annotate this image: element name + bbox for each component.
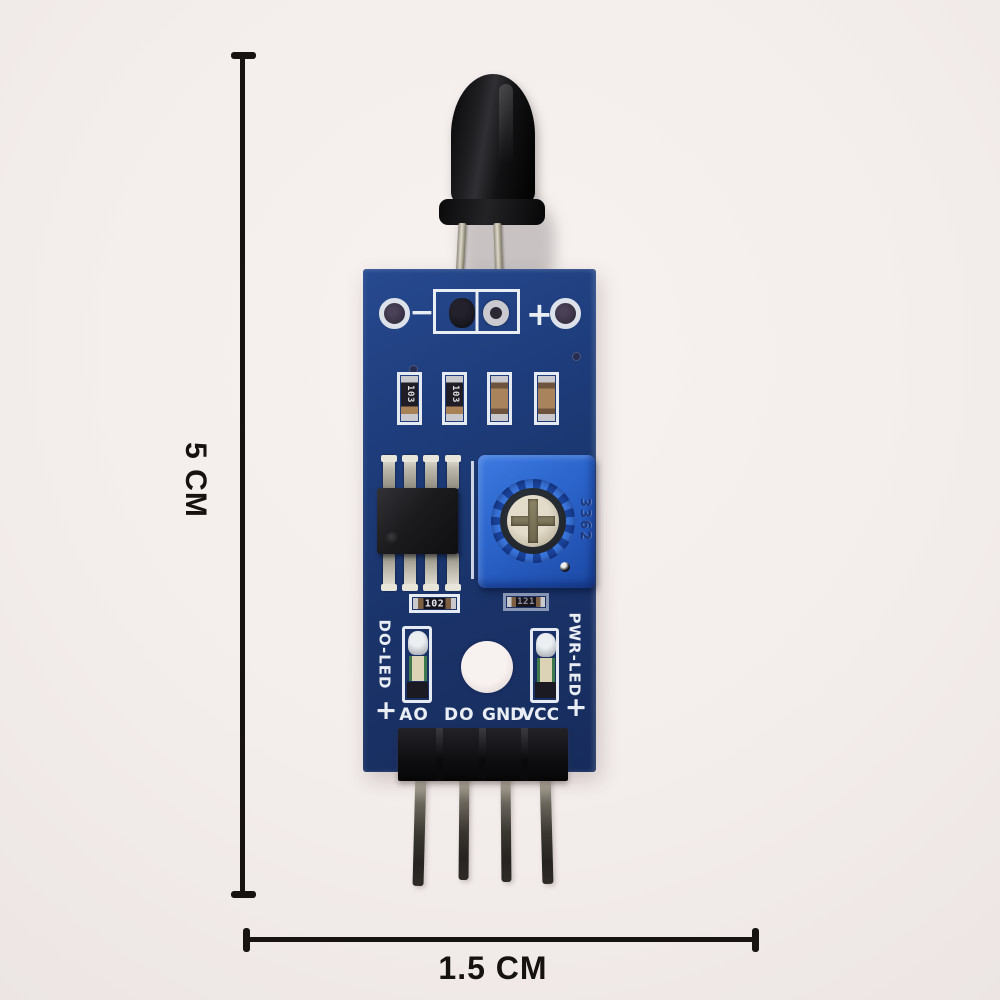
pot-marking: 3362 xyxy=(577,497,592,543)
do-led-plus-mark: + xyxy=(374,695,398,726)
header-pin-ao xyxy=(412,771,427,887)
sensor-flange xyxy=(439,199,545,225)
header-pin-vcc xyxy=(539,771,554,885)
do-status-led xyxy=(402,626,432,703)
header-gap xyxy=(521,728,528,781)
ic-pin xyxy=(402,455,418,489)
smd-resistor-4 xyxy=(534,372,559,425)
smd-resistor-2: 103 xyxy=(442,372,467,425)
pin-label-vcc: VCC xyxy=(521,705,560,725)
trimmer-potentiometer: 3362 xyxy=(478,455,595,588)
ic-pin-foot xyxy=(423,455,439,462)
pin-header-plastic xyxy=(398,728,568,781)
ic-pin-foot xyxy=(402,455,418,462)
ic-pin-foot xyxy=(381,584,397,591)
led-pad xyxy=(535,682,556,698)
sensor-pad-silk-box xyxy=(433,289,520,334)
pot-screw-slot xyxy=(528,499,538,543)
smd-resistor-1: 103 xyxy=(397,372,422,425)
ic-pin xyxy=(445,455,461,489)
pin-label-gnd: GND xyxy=(482,705,525,725)
ic-pin-foot xyxy=(381,455,397,462)
pwr-led-plus-mark: + xyxy=(564,692,588,723)
pin-label-ao: AO xyxy=(399,705,429,725)
sensor-pad-right-solder xyxy=(483,300,509,326)
header-gap xyxy=(479,728,486,781)
resistor-code: 103 xyxy=(449,384,460,403)
header-pin-do xyxy=(458,771,470,881)
ic-pin-foot xyxy=(445,584,461,591)
smd-resistor-102: 102 xyxy=(409,594,460,613)
led-solder xyxy=(408,631,428,655)
header-pin-gnd xyxy=(500,771,512,883)
resistor-code: 103 xyxy=(404,384,415,403)
resistor-body xyxy=(507,597,545,607)
top-plus-mark: + xyxy=(526,295,553,333)
power-led xyxy=(530,628,559,703)
sensor-pad-left-solder xyxy=(449,298,475,328)
sensor-gloss-highlight xyxy=(499,84,513,184)
width-dim-cap-left xyxy=(243,928,250,952)
silk-box-divider xyxy=(475,292,478,331)
flame-sensor-led xyxy=(451,74,535,204)
height-dim-line xyxy=(240,56,245,893)
led-pad xyxy=(407,682,428,698)
ic-pin xyxy=(381,553,397,591)
height-dim-label: 5 CM xyxy=(179,442,212,518)
top-minus-mark: − xyxy=(409,295,435,330)
via-dot xyxy=(572,352,581,361)
ic-pin xyxy=(423,553,439,591)
smd-resistor-3 xyxy=(487,372,512,425)
smd-resistor-121: 121 xyxy=(503,593,549,611)
height-dim-cap-top xyxy=(231,52,256,59)
resistor-body xyxy=(538,376,555,421)
resistor-body xyxy=(491,376,508,421)
mount-hole-top-left xyxy=(379,298,410,329)
led-chip xyxy=(409,656,427,681)
ic-pin xyxy=(445,553,461,591)
resistor-body xyxy=(401,376,418,421)
ic-pin xyxy=(423,455,439,489)
mount-hole-top-right xyxy=(550,298,581,329)
comparator-ic xyxy=(377,488,458,554)
ic-pin-foot xyxy=(402,584,418,591)
ic-pin-foot xyxy=(445,455,461,462)
pot-silk-outline xyxy=(471,461,474,579)
ic-pin1-dimple xyxy=(386,532,399,545)
resistor-body xyxy=(446,376,463,421)
width-dim-line xyxy=(247,937,755,942)
pin-label-do: DO xyxy=(444,705,475,725)
resistor-body xyxy=(413,598,456,609)
ic-pin xyxy=(402,553,418,591)
pwr-led-label: PWR-LED xyxy=(565,612,584,698)
do-led-label: DO-LED xyxy=(375,619,394,690)
pot-index-dot xyxy=(560,562,570,572)
led-chip xyxy=(537,658,555,683)
ic-pin xyxy=(381,455,397,489)
mount-hole-center xyxy=(461,641,513,693)
pcb-board: − + 103 103 xyxy=(363,269,596,772)
height-dim-cap-bottom xyxy=(231,891,256,898)
resistor-code: 121 xyxy=(517,597,535,607)
width-dim-label: 1.5 CM xyxy=(438,950,548,986)
led-solder xyxy=(536,633,556,657)
width-dim-cap-right xyxy=(752,928,759,952)
ic-pin-foot xyxy=(423,584,439,591)
resistor-code: 102 xyxy=(424,598,445,609)
header-gap xyxy=(436,728,443,781)
